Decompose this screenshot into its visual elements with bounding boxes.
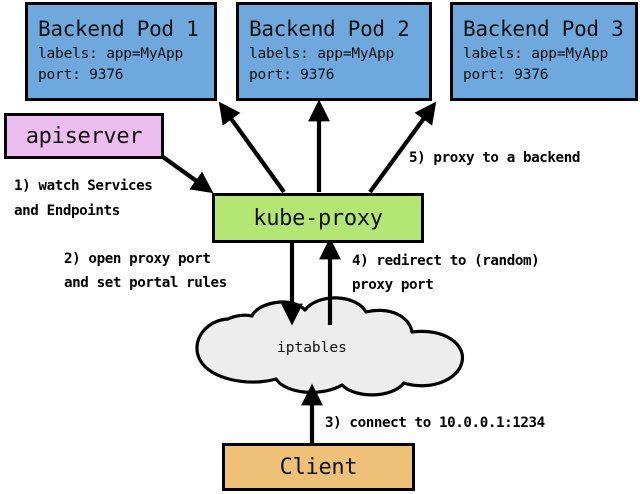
step-5-note: 5) proxy to a backend (409, 150, 580, 166)
client-box: Client (222, 443, 415, 491)
step-2-note-line2: and set portal rules (64, 275, 227, 291)
backend-pod-1-labels: labels: app=MyApp (38, 46, 184, 63)
step-4-note-line1: 4) redirect to (random) (352, 253, 540, 269)
backend-pod-1-port: port: 9376 (38, 67, 124, 84)
step-1-note-line1: 1) watch Services (14, 178, 153, 194)
iptables-cloud-shape (195, 296, 464, 397)
step-1-note-line2: and Endpoints (14, 203, 120, 219)
kube-proxy-box: kube-proxy (212, 193, 424, 243)
backend-pod-2-port: port: 9376 (249, 67, 335, 84)
step-3-note: 3) connect to 10.0.0.1:1234 (325, 415, 545, 431)
kube-proxy-label: kube-proxy (253, 205, 383, 231)
backend-pod-3-title: Backend Pod 3 (463, 16, 624, 41)
apiserver-box: apiserver (4, 113, 164, 159)
step-2-note-line1: 2) open proxy port (64, 251, 211, 267)
iptables-label: iptables (277, 340, 347, 356)
backend-pod-1-box: Backend Pod 1 labels: app=MyApp port: 93… (25, 2, 217, 101)
backend-pod-3-box: Backend Pod 3 labels: app=MyApp port: 93… (450, 2, 638, 101)
backend-pod-3-port: port: 9376 (463, 67, 549, 84)
backend-pod-3-labels: labels: app=MyApp (463, 46, 609, 63)
arrow-kubeproxy-to-pod1 (218, 101, 286, 194)
arrow-kubeproxy-to-pod3 (368, 101, 437, 194)
arrow-apiserver-to-kubeproxy (161, 155, 214, 194)
backend-pod-2-box: Backend Pod 2 labels: app=MyApp port: 93… (236, 2, 432, 101)
backend-pod-2-title: Backend Pod 2 (249, 16, 410, 41)
backend-pod-1-title: Backend Pod 1 (38, 16, 199, 41)
backend-pod-2-labels: labels: app=MyApp (249, 46, 395, 63)
step-4-note-line2: proxy port (352, 277, 434, 293)
apiserver-label: apiserver (25, 123, 143, 149)
client-label: Client (279, 454, 358, 480)
